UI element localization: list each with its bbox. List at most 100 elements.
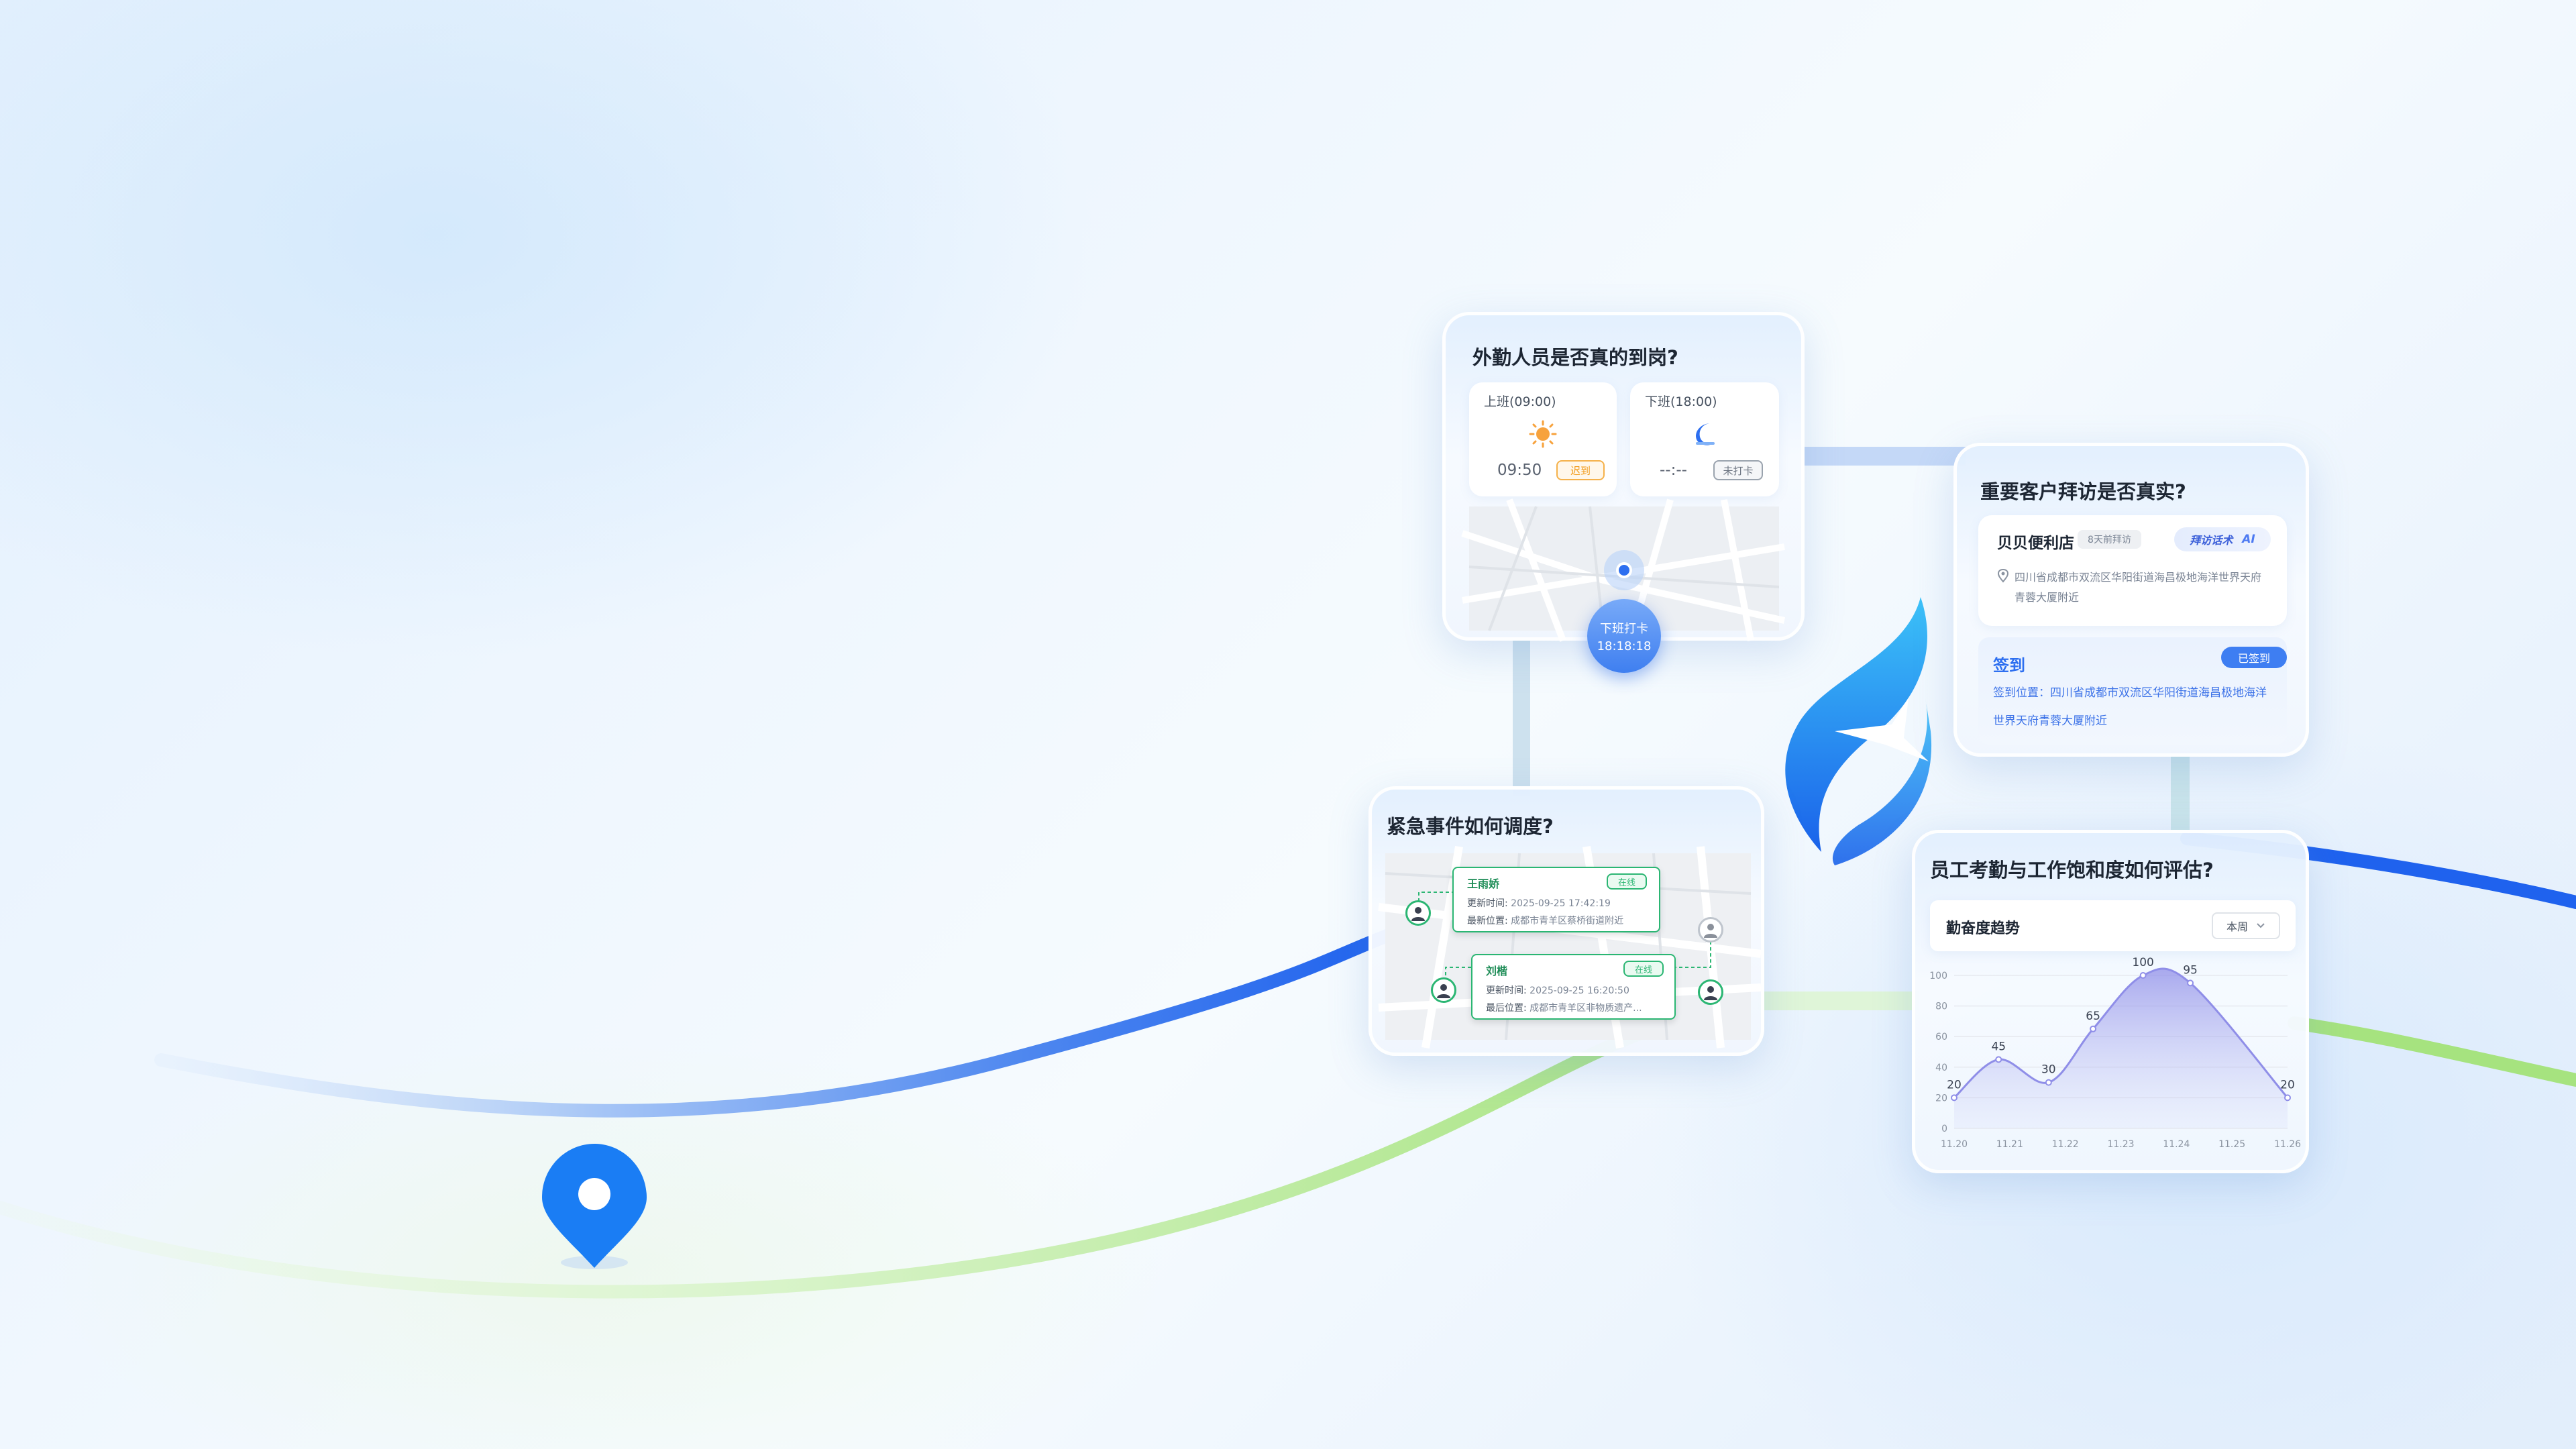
period-select-value: 本周 [2226, 920, 2248, 933]
data-point [2284, 1094, 2291, 1102]
y-tick-label: 100 [1929, 971, 1947, 981]
online-badge: 在线 [1623, 961, 1664, 977]
store-address: 四川省成都市双流区华阳街道海昌极地海洋世界天府青蓉大厦附近 [2015, 571, 2262, 604]
checkin-location: 签到位置：四川省成都市双流区华阳街道海昌极地海洋世界天府青蓉大厦附近 [1993, 686, 2267, 728]
x-tick-label: 11.23 [2107, 1139, 2134, 1150]
attendance-card: 外勤人员是否真的到岗? 上班(09:00) 09:50 迟到 下班(18:00)… [1442, 312, 1805, 642]
chart-header: 勤奋度趋势 本周 [1930, 900, 2296, 951]
attendance-card-title: 外勤人员是否真的到岗? [1472, 346, 1678, 369]
store-name: 贝贝便利店 [1997, 535, 2074, 552]
evening-label: 下班(18:00) [1645, 394, 1717, 409]
x-tick-label: 11.22 [2052, 1139, 2079, 1150]
update-time-label: 更新时间: [1467, 898, 1508, 909]
chevron-down-icon [2257, 923, 2265, 928]
person-info-card[interactable]: 刘楷 在线 更新时间: 2025-09-25 16:20:50 最后位置: 成都… [1471, 954, 1676, 1020]
online-badge: 在线 [1607, 873, 1647, 890]
series-area [1954, 968, 2288, 1128]
ai-script-button[interactable]: 拜访话术 AI [2174, 527, 2271, 551]
checkin-label: 签到 [1993, 656, 2025, 675]
x-tick-label: 11.24 [2163, 1139, 2190, 1150]
avatar[interactable] [1431, 977, 1456, 1003]
map-streets [1461, 498, 1786, 642]
store-info-box: 贝贝便利店 8天前拜访 拜访话术 AI 四川省成都市双流区华阳街道海昌极地海洋世… [1978, 515, 2287, 626]
position-row: 最后位置: 成都市青羊区非物质遗产... [1486, 1001, 1642, 1014]
late-badge: 迟到 [1556, 460, 1605, 480]
avatar[interactable] [1405, 900, 1431, 926]
data-label: 65 [2086, 1010, 2100, 1023]
evaluation-title: 员工考勤与工作饱和度如何评估? [1930, 859, 2214, 881]
clock-out-button[interactable]: 下班打卡 18:18:18 [1587, 599, 1661, 673]
checked-in-badge: 已签到 [2221, 647, 2287, 668]
clock-out-label: 下班打卡 [1600, 621, 1648, 636]
avatar[interactable] [1698, 917, 1723, 943]
x-tick-label: 11.21 [1996, 1139, 2023, 1150]
y-tick-label: 60 [1935, 1032, 1947, 1042]
period-select[interactable]: 本周 [2212, 912, 2280, 939]
data-label: 20 [1947, 1078, 1962, 1091]
chart-title: 勤奋度趋势 [1946, 920, 2021, 937]
emergency-dispatch-card: 紧急事件如何调度? 王雨娇 在线 [1368, 786, 1764, 1056]
person-info-card[interactable]: 王雨娇 在线 更新时间: 2025-09-25 17:42:19 最新位置: 成… [1452, 867, 1660, 932]
evening-time: --:-- [1660, 462, 1687, 479]
update-time-value: 2025-09-25 17:42:19 [1511, 898, 1611, 909]
checkin-section: 签到 已签到 签到位置：四川省成都市双流区华阳街道海昌极地海洋世界天府青蓉大厦附… [1978, 637, 2287, 745]
x-tick-label: 11.25 [2218, 1139, 2245, 1150]
x-tick-label: 11.20 [1941, 1139, 1968, 1150]
update-time-row: 更新时间: 2025-09-25 17:42:19 [1467, 896, 1611, 910]
attendance-map [1461, 498, 1786, 642]
y-tick-label: 80 [1935, 1002, 1947, 1012]
green-curve-right [2288, 1016, 2576, 1087]
update-time-value: 2025-09-25 16:20:50 [1529, 985, 1629, 996]
connector-vertical-right [2171, 751, 2190, 832]
y-tick-label: 0 [1941, 1124, 1947, 1134]
update-time-label: 更新时间: [1486, 985, 1527, 996]
clock-out-time: 18:18:18 [1597, 639, 1652, 653]
not-clocked-badge: 未打卡 [1713, 460, 1763, 480]
data-point [1951, 1094, 1957, 1102]
person-name: 刘楷 [1486, 965, 1508, 977]
customer-visit-title: 重要客户拜访是否真实? [1980, 480, 2186, 503]
location-pin-icon [542, 1144, 647, 1269]
y-tick-label: 40 [1935, 1063, 1947, 1073]
data-label: 45 [1991, 1040, 2006, 1053]
position-value: 成都市青羊区非物质遗产... [1529, 1003, 1642, 1014]
data-label: 20 [2280, 1078, 2295, 1091]
connector-horizontal-bottom [1758, 991, 1919, 1010]
ai-script-label: 拜访话术 [2190, 534, 2233, 547]
ai-label: AI [2242, 533, 2255, 546]
position-row: 最新位置: 成都市青羊区蔡桥街道附近 [1467, 914, 1623, 927]
person-name: 王雨娇 [1467, 877, 1500, 890]
update-time-row: 更新时间: 2025-09-25 16:20:50 [1486, 983, 1629, 997]
customer-visit-card: 重要客户拜访是否真实? 贝贝便利店 8天前拜访 拜访话术 AI 四川省成都市双流… [1953, 443, 2309, 757]
data-point [2187, 979, 2194, 987]
connector-horizontal-top [1805, 447, 1966, 466]
data-point [2139, 972, 2147, 979]
address-pin-icon [1997, 568, 2009, 583]
position-label: 最后位置: [1486, 1003, 1527, 1014]
data-point [2090, 1025, 2097, 1032]
position-label: 最新位置: [1467, 916, 1508, 926]
green-curve [0, 1000, 1751, 1299]
x-tick-label: 11.26 [2274, 1139, 2301, 1150]
dispatch-map: 王雨娇 在线 更新时间: 2025-09-25 17:42:19 最新位置: 成… [1378, 846, 1762, 1049]
y-tick-label: 20 [1935, 1093, 1947, 1104]
data-label: 95 [2183, 963, 2198, 977]
avatar[interactable] [1698, 979, 1723, 1005]
visit-days-badge: 8天前拜访 [2078, 530, 2141, 549]
brand-flame-plane-icon [1785, 597, 1932, 865]
data-point [1995, 1056, 2002, 1063]
moon-icon [1696, 423, 1715, 445]
data-label: 100 [2132, 956, 2153, 969]
data-point [2045, 1079, 2052, 1086]
evening-checkin-box: 下班(18:00) --:-- 未打卡 [1630, 382, 1779, 496]
morning-time: 09:50 [1497, 462, 1542, 479]
morning-checkin-box: 上班(09:00) 09:50 迟到 [1469, 382, 1617, 496]
sun-icon [1529, 420, 1557, 448]
dispatch-title: 紧急事件如何调度? [1387, 815, 1554, 838]
position-value: 成都市青羊区蔡桥街道附近 [1511, 916, 1624, 926]
data-label: 30 [2041, 1063, 2056, 1077]
connector-vertical-left [1513, 641, 1530, 796]
